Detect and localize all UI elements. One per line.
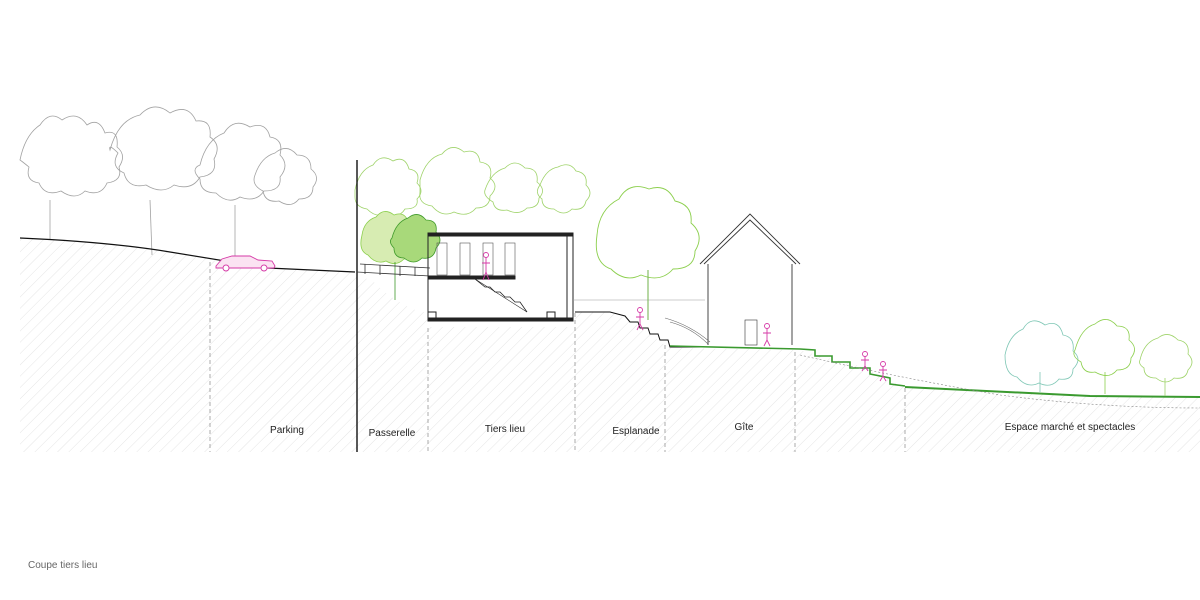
ground-hatch xyxy=(20,238,1200,452)
zone-label-esplanade: Esplanade xyxy=(612,426,660,437)
person-figure xyxy=(482,252,490,281)
person-figure xyxy=(763,323,771,347)
person-figure xyxy=(879,361,887,382)
zone-label-espace-marche: Espace marché et spectacles xyxy=(1005,422,1136,433)
ground-profile-line-right xyxy=(575,311,710,348)
zone-label-tiers-lieu: Tiers lieu xyxy=(485,424,525,435)
people-figures xyxy=(482,252,887,382)
background-trees-green xyxy=(354,147,591,216)
grass-line-gite xyxy=(669,345,906,387)
gite-house xyxy=(664,213,801,346)
person-figure xyxy=(861,351,869,372)
grass-line-market xyxy=(904,386,1200,398)
zone-label-gite: Gîte xyxy=(735,422,754,433)
drawing-caption: Coupe tiers lieu xyxy=(28,560,98,571)
zone-label-parking: Parking xyxy=(270,425,304,436)
esplanade-tree xyxy=(595,186,700,320)
zone-labels: Parking Passerelle Tiers lieu Esplanade … xyxy=(270,422,1135,439)
person-figure xyxy=(636,307,644,331)
car-icon xyxy=(215,255,276,272)
passerelle-deck xyxy=(356,263,431,277)
tiers-lieu-building xyxy=(427,232,705,322)
zone-label-passerelle: Passerelle xyxy=(369,428,416,439)
market-trees xyxy=(1004,319,1193,396)
zone-dividers xyxy=(209,262,906,452)
background-trees-grey xyxy=(19,106,317,260)
passerelle-vegetation xyxy=(360,211,441,300)
